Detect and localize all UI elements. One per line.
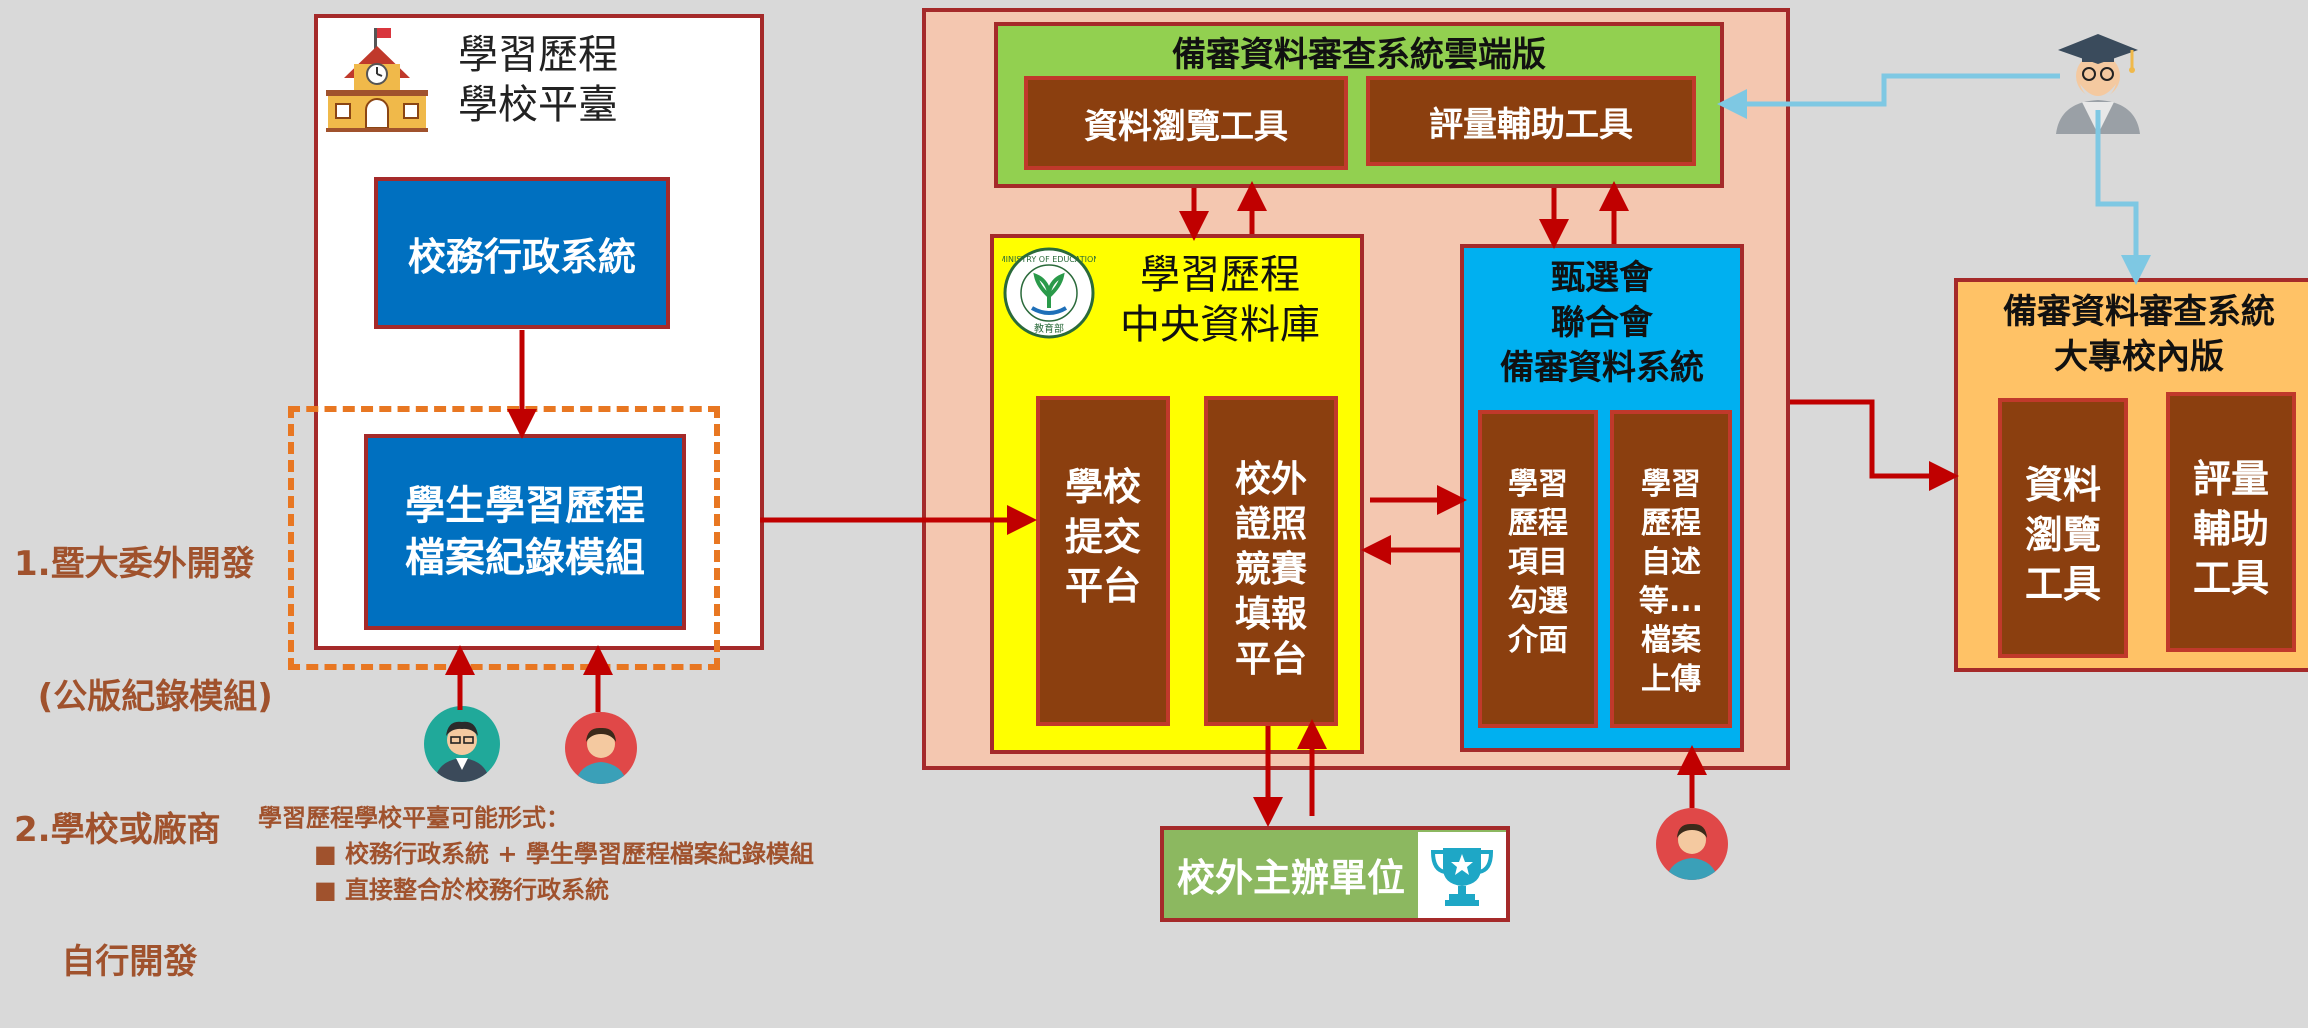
school-building-icon <box>322 24 432 134</box>
campus-title-line1: 備審資料審查系統 <box>2003 292 2275 332</box>
record-module-dashed-frame <box>288 406 720 670</box>
central-db-title: 學習歷程 中央資料庫 <box>1090 250 1350 350</box>
moe-logo-text: MINISTRY OF EDUCATION <box>1002 255 1096 264</box>
central-db-title-line1: 學習歷程 <box>1140 252 1300 298</box>
record-module-box[interactable]: 學生學習歷程 檔案紀錄模組 <box>364 434 686 630</box>
teacher-avatar-icon <box>424 706 500 782</box>
notes-item-1: ■ 校務行政系統 + 學生學習歷程檔案紀錄模組 <box>314 840 814 868</box>
school-platform-title: 學習歷程 學校平臺 <box>458 30 678 130</box>
item-select-ui-label: 學習 歷程 項目 勾選 介面 <box>1508 467 1568 658</box>
record-module-line1: 學生學習歷程 <box>405 483 645 529</box>
notes-title: 學習歷程學校平臺可能形式： <box>258 804 570 832</box>
cloud-assist-tool-label: 評量輔助工具 <box>1429 104 1633 145</box>
moe-logo-icon: MINISTRY OF EDUCATION 教育部 <box>999 246 1099 340</box>
campus-browse-tool-label: 資料 瀏覽 工具 <box>2024 463 2101 607</box>
connector-arrows <box>445 73 2151 827</box>
record-module-line2: 檔案紀錄模組 <box>405 535 645 581</box>
admin-system-label: 校務行政系統 <box>407 234 636 279</box>
external-platform-box[interactable]: 校外 證照 競賽 填報 平台 <box>1204 396 1338 726</box>
cloud-assist-tool-button[interactable]: 評量輔助工具 <box>1366 76 1696 166</box>
external-organizer-label: 校外主辦單位 <box>1176 855 1405 900</box>
school-platform-title-line2: 學校平臺 <box>458 82 618 128</box>
arrow-professor-to-cloud <box>1717 73 2060 119</box>
arrow-central-to-campus <box>1790 399 1959 491</box>
student-avatar-2-icon <box>1656 808 1728 880</box>
campus-browse-tool-button[interactable]: 資料 瀏覽 工具 <box>1998 398 2128 658</box>
file-upload-label: 學習 歷程 自述 等... 檔案 上傳 <box>1638 467 1704 697</box>
dev-option-line1: 1.暨大委外開發 <box>14 544 255 585</box>
moe-logo-sub: 教育部 <box>1034 322 1064 335</box>
external-platform-label: 校外 證照 競賽 填報 平台 <box>1234 459 1307 680</box>
notes: 學習歷程學校平臺可能形式： ■ 校務行政系統 + 學生學習歷程檔案紀錄模組 ■ … <box>258 800 814 908</box>
admin-system-box[interactable]: 校務行政系統 <box>374 177 670 329</box>
campus-title-line2: 大專校內版 <box>2054 336 2224 377</box>
central-db-title-line2: 中央資料庫 <box>1120 302 1320 348</box>
joint-title-line3: 備審資料系統 <box>1500 347 1704 388</box>
item-select-ui-box[interactable]: 學習 歷程 項目 勾選 介面 <box>1478 410 1598 728</box>
campus-assist-tool-label: 評量 輔助 工具 <box>2192 457 2269 601</box>
dev-option-line4: 自行開發 <box>14 942 198 983</box>
notes-item-2: ■ 直接整合於校務行政系統 <box>314 876 610 904</box>
school-platform-title-line1: 學習歷程 <box>458 32 618 78</box>
file-upload-box[interactable]: 學習 歷程 自述 等... 檔案 上傳 <box>1610 410 1732 728</box>
submit-platform-label: 學校 提交 平台 <box>1064 465 1141 609</box>
arrow-professor-to-campus <box>2095 110 2151 285</box>
cloud-browse-tool-button[interactable]: 資料瀏覽工具 <box>1024 76 1348 170</box>
trophy-icon <box>1418 832 1506 918</box>
submit-platform-box[interactable]: 學校 提交 平台 <box>1036 396 1170 726</box>
dev-option-line2: (公版紀錄模組) <box>14 676 273 717</box>
joint-title-line1: 甄選會 <box>1551 258 1653 298</box>
joint-title-line2: 聯合會 <box>1551 302 1653 343</box>
joint-system-title: 甄選會 聯合會 備審資料系統 <box>1460 256 1744 391</box>
student-avatar-icon <box>565 712 637 784</box>
cloud-browse-tool-label: 資料瀏覽工具 <box>1084 106 1288 147</box>
dev-option-line3: 2.學校或廠商 <box>14 809 221 850</box>
campus-assist-tool-button[interactable]: 評量 輔助 工具 <box>2166 392 2296 652</box>
campus-system-title: 備審資料審查系統 大專校內版 <box>1954 290 2308 380</box>
cloud-system-title: 備審資料審查系統雲端版 <box>1172 34 1546 75</box>
